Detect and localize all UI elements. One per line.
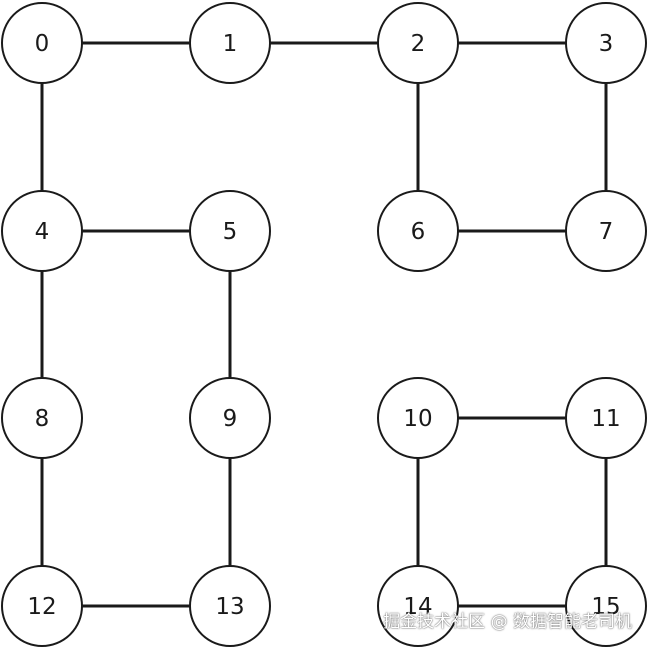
node-circle xyxy=(565,190,647,272)
node-circle xyxy=(189,377,271,459)
node-label: 15 xyxy=(591,594,620,620)
node-label: 1 xyxy=(223,31,238,57)
node-circle xyxy=(377,377,459,459)
node-label: 6 xyxy=(411,219,426,245)
node-label: 7 xyxy=(599,219,614,245)
node-label: 3 xyxy=(599,31,614,57)
node-15: 15 xyxy=(565,565,647,647)
node-label: 4 xyxy=(35,219,50,245)
node-label: 5 xyxy=(223,219,238,245)
node-5: 5 xyxy=(189,190,271,272)
node-label: 2 xyxy=(411,31,426,57)
node-label: 8 xyxy=(35,406,50,432)
node-1: 1 xyxy=(189,2,271,84)
node-circle xyxy=(377,565,459,647)
node-7: 7 xyxy=(565,190,647,272)
node-circle xyxy=(1,190,83,272)
node-circle xyxy=(1,377,83,459)
node-4: 4 xyxy=(1,190,83,272)
node-12: 12 xyxy=(1,565,83,647)
node-6: 6 xyxy=(377,190,459,272)
watermark-text: 掘金技术社区 @ 数据智能老司机 xyxy=(383,612,632,632)
node-circle xyxy=(565,377,647,459)
node-0: 0 xyxy=(1,2,83,84)
node-11: 11 xyxy=(565,377,647,459)
node-13: 13 xyxy=(189,565,271,647)
node-3: 3 xyxy=(565,2,647,84)
node-label: 11 xyxy=(591,406,620,432)
node-circle xyxy=(377,2,459,84)
node-circle xyxy=(377,190,459,272)
node-label: 13 xyxy=(215,594,244,620)
edges-layer xyxy=(40,41,608,608)
node-circle xyxy=(565,2,647,84)
node-circle xyxy=(189,2,271,84)
node-circle xyxy=(1,2,83,84)
node-14: 14 xyxy=(377,565,459,647)
node-label: 14 xyxy=(403,594,432,620)
node-9: 9 xyxy=(189,377,271,459)
node-8: 8 xyxy=(1,377,83,459)
node-circle xyxy=(189,565,271,647)
node-10: 10 xyxy=(377,377,459,459)
node-label: 0 xyxy=(35,31,50,57)
node-label: 10 xyxy=(403,406,432,432)
node-label: 9 xyxy=(223,406,238,432)
node-label: 12 xyxy=(27,594,56,620)
node-circle xyxy=(189,190,271,272)
node-circle xyxy=(1,565,83,647)
node-2: 2 xyxy=(377,2,459,84)
node-circle xyxy=(565,565,647,647)
